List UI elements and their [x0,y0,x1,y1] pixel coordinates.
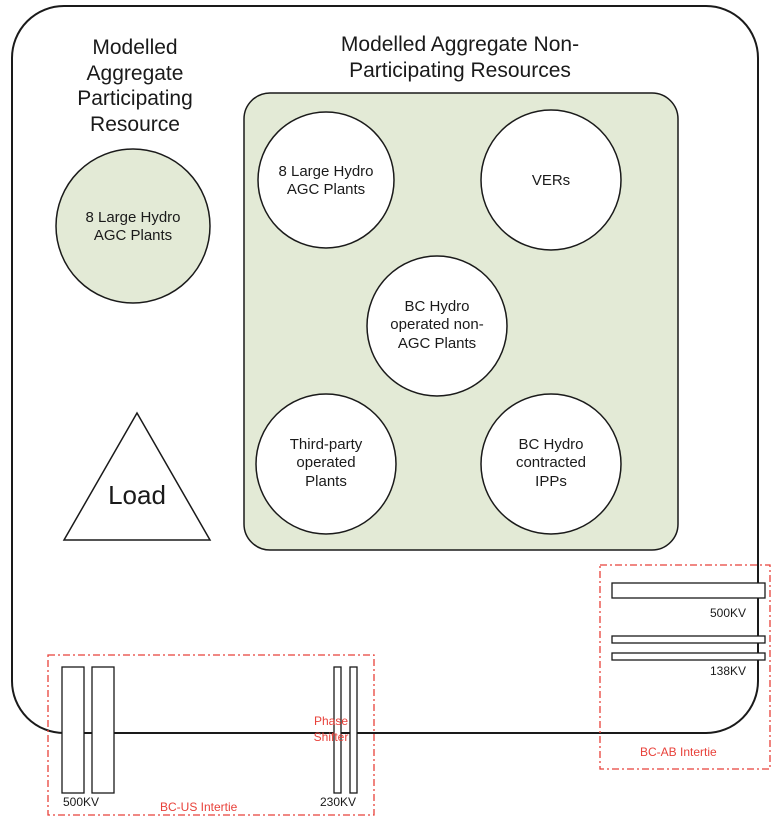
participating-title-line: Participating [77,87,193,111]
bc-ab-intertie-label: BC-AB Intertie [640,745,717,759]
bc-ab-138kv-bar-1 [611,635,766,644]
np-label-ipps: BC Hydro contracted IPPs [481,436,621,491]
bc-us-230kv-bar-1 [333,666,342,794]
participating-title-line: Resource [90,112,180,136]
participating-title-line: Modelled [92,36,178,59]
bc-ab-500kv-bar [611,582,766,599]
participating-circle-label: 8 Large Hydro AGC Plants [58,209,208,246]
np-label-line: operated [296,454,356,472]
np-label-line: 8 Large Hydro [278,163,374,180]
bc-us-230kv-bar-2 [349,666,358,794]
bc-us-230kv-label: 230KV [320,795,357,809]
np-label-line: Third-party [289,436,363,453]
np-circle-large-hydro [257,111,395,249]
np-label-bc-hydro-operated: BC Hydro operated non- AGC Plants [367,298,507,353]
system-boundary [11,5,759,734]
np-label-line: BC Hydro [404,298,470,315]
np-label-large-hydro: 8 Large Hydro AGC Plants [256,163,396,200]
np-circle-bc-hydro-operated [366,255,508,397]
participating-title: Modelled Aggregate Participating Resourc… [40,35,230,137]
non-participating-title-line: Modelled Aggregate Non- [340,33,580,56]
load-label: Load [108,480,166,510]
bc-us-500kv-bar-1 [61,666,85,794]
phase-shifter-line: Phase [313,714,349,728]
np-label-line: operated non- [390,316,484,334]
participating-circle-line: AGC Plants [93,227,173,245]
bc-us-intertie-box [47,654,375,816]
np-circle-vers [480,109,622,251]
np-label-line: IPPs [535,472,567,490]
participating-title-line: Aggregate [86,61,184,85]
np-label-vers: VERs [481,172,621,190]
bc-ab-138kv-bar-2 [611,652,766,661]
phase-shifter-line: Shifter [313,730,349,745]
participating-circle [55,148,211,304]
bc-us-500kv-label: 500KV [63,795,100,809]
np-label-third-party: Third-party operated Plants [256,436,396,491]
load-triangle [62,411,212,541]
np-label-line: VERs [531,172,571,189]
bc-ab-intertie-box [599,564,771,770]
np-label-line: BC Hydro [518,436,584,453]
bc-ab-138kv-label: 138KV [710,664,747,678]
bc-ab-500kv-label: 500KV [710,606,747,620]
participating-circle-line: 8 Large Hydro [85,209,181,226]
np-label-line: AGC Plants [286,181,366,199]
np-label-line: contracted [515,454,587,472]
bc-us-intertie-label: BC-US Intertie [160,800,238,814]
np-circle-third-party [255,393,397,535]
non-participating-title-line: Participating Resources [349,58,571,82]
phase-shifter-label: Phase Shifter [306,713,356,745]
np-label-line: AGC Plants [397,334,477,352]
np-label-line: Plants [305,472,347,490]
non-participating-title: Modelled Aggregate Non- Participating Re… [300,32,620,83]
np-circle-ipps [480,393,622,535]
bc-us-500kv-bar-2 [91,666,115,794]
